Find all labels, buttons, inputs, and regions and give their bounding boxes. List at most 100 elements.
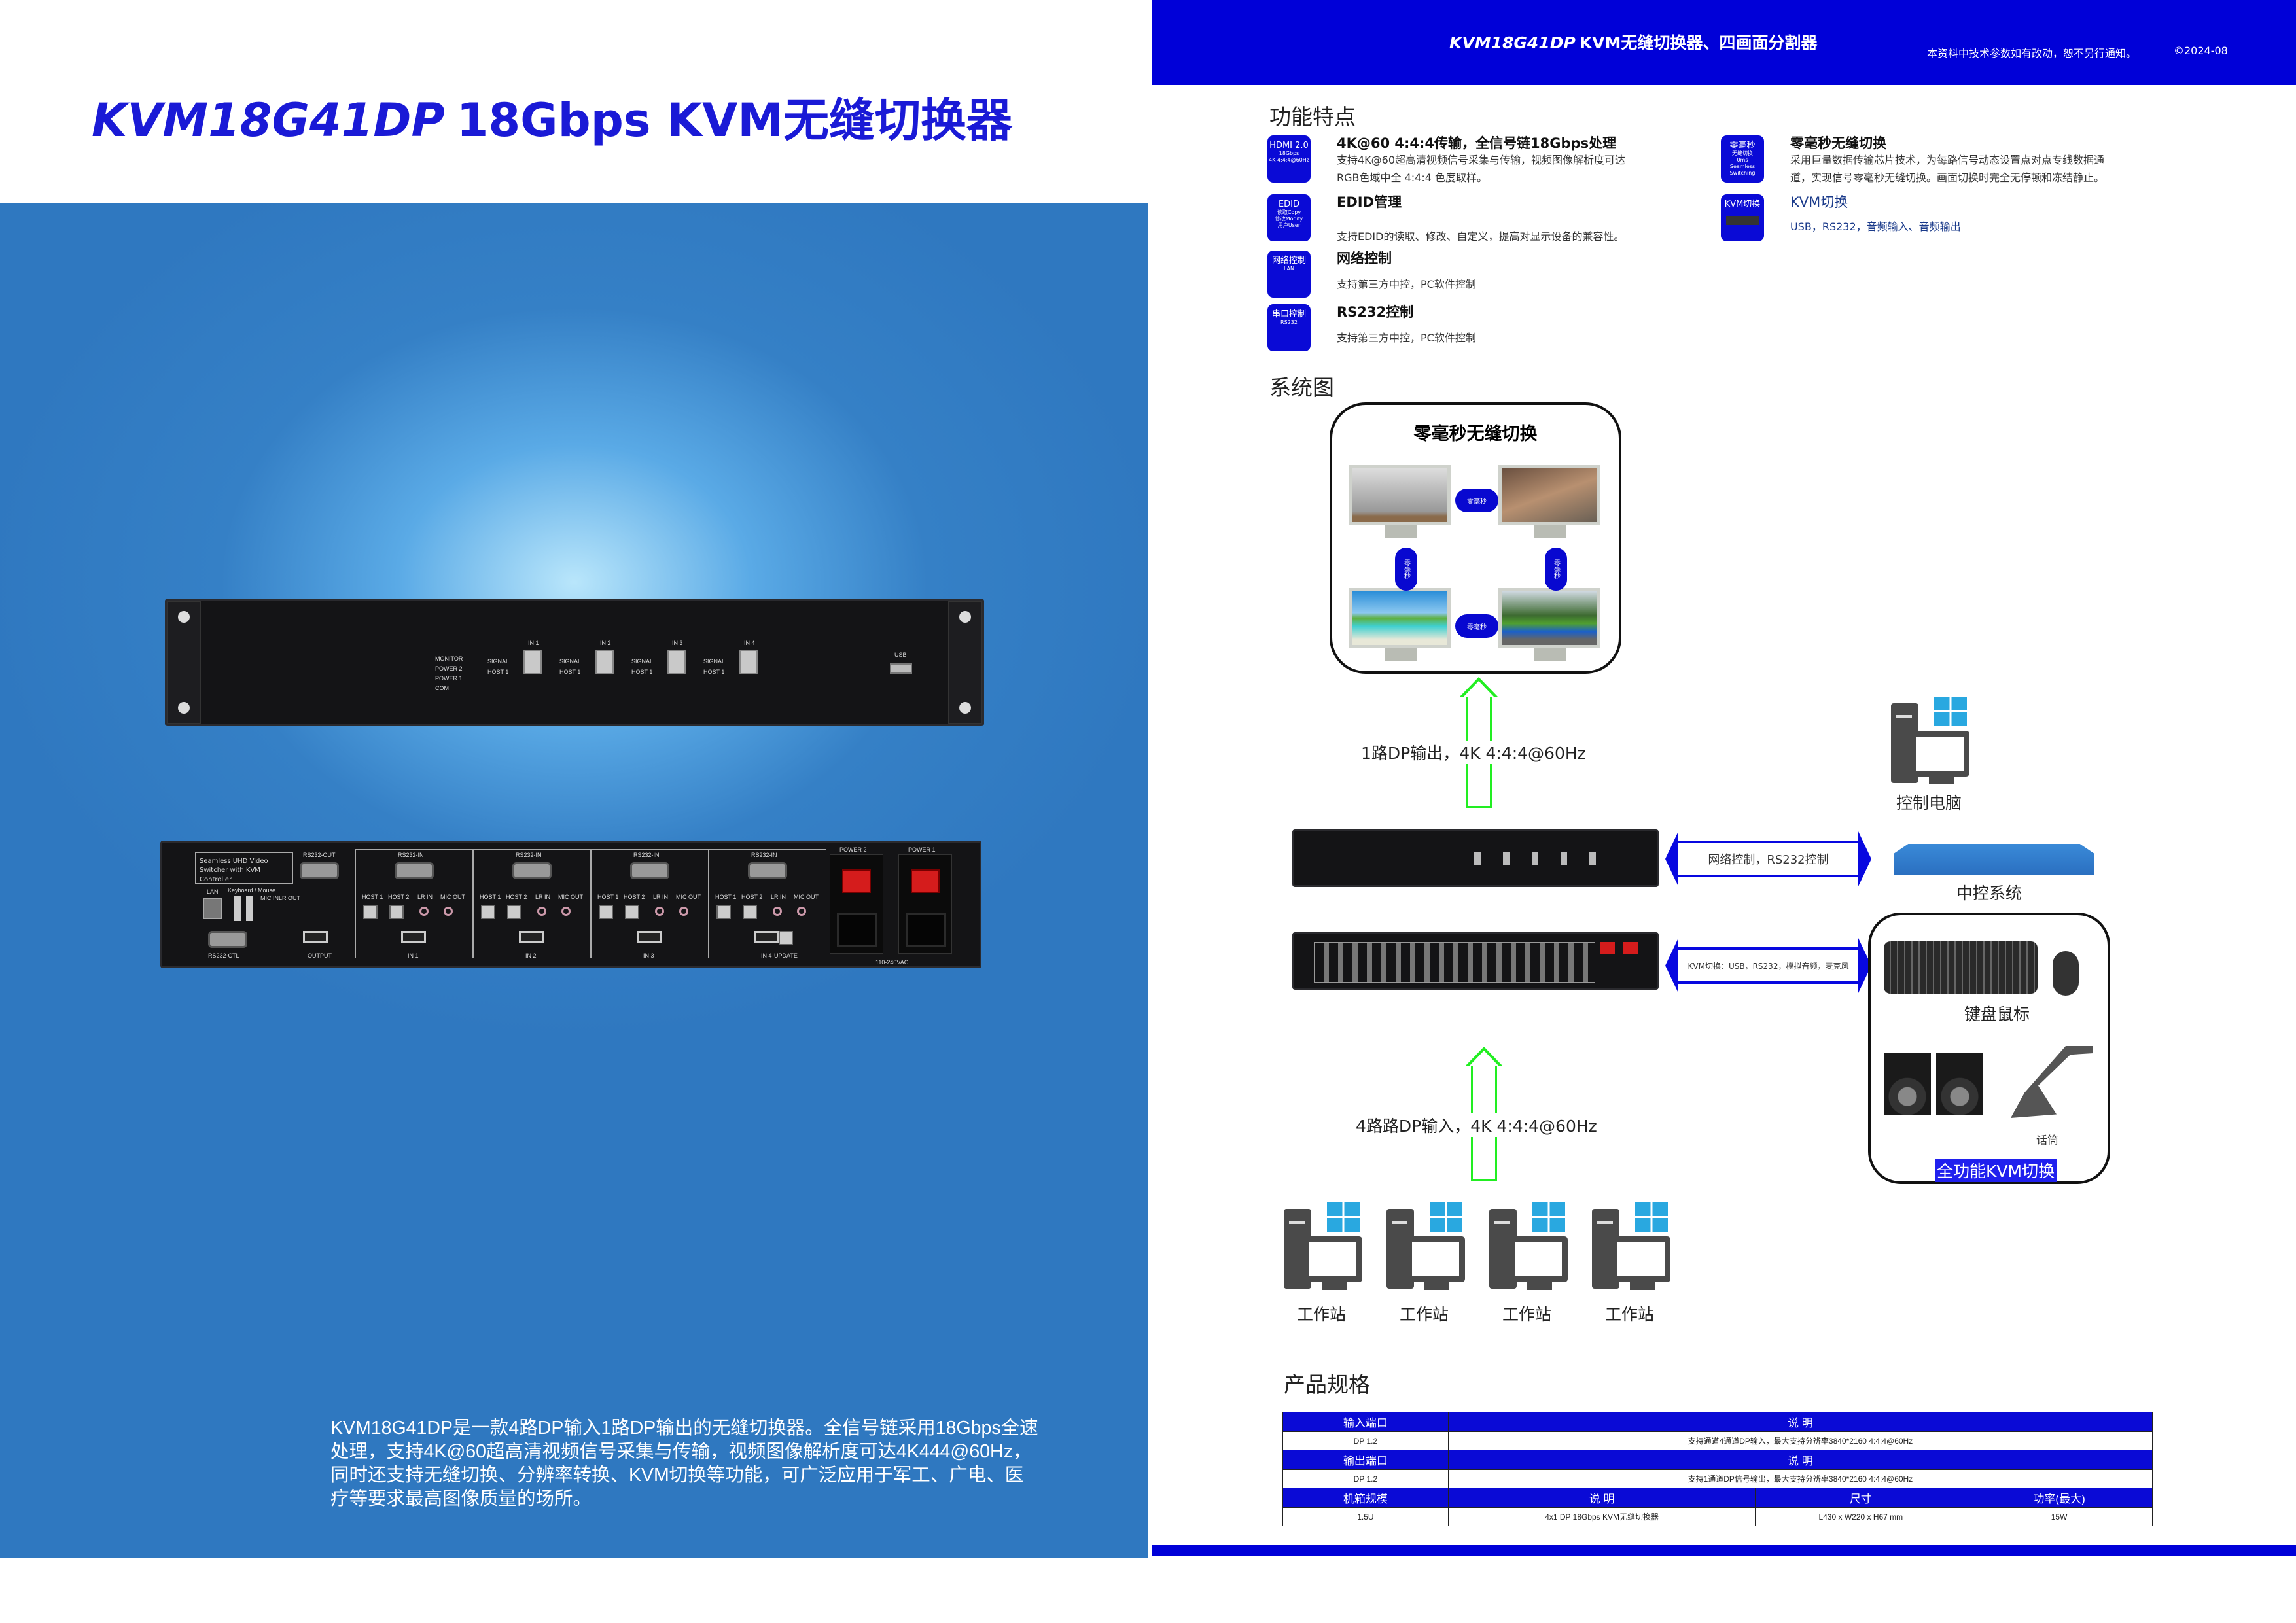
header-model: KVM18G41DP [1449,33,1576,52]
mic-out-label: MIC OUT [558,894,583,900]
input-name-label: IN 1 [528,640,539,646]
audio-jack [679,907,688,916]
monitor-car [1498,588,1600,661]
power2-label: POWER 2 [839,846,867,853]
icon-sublabel: 18Gbps [1279,150,1299,156]
icon-sublabel: Switching [1729,170,1756,176]
usb-b-port [743,905,757,919]
right-footer-bar [1152,1545,2296,1556]
input-section [355,849,473,958]
workstation-label: 工作站 [1400,1302,1449,1325]
cell: 输出端口 [1282,1450,1449,1470]
usb-port [246,896,253,921]
usb-label: USB [894,652,907,658]
input-name-label: IN 1 [408,952,419,959]
workstation-icon [1489,1202,1568,1291]
icon-sublabel: 用户User [1277,222,1301,228]
input-select-button [595,650,614,674]
cell: 说 明 [1447,1450,2153,1470]
input-name-label: IN 4 [761,952,772,959]
icon-label: 网络控制 [1271,256,1306,266]
mouse-image [2053,951,2079,996]
signal-label: SIGNAL [631,658,654,665]
kvm-peripherals-box: 键盘鼠标 话筒 全功能KVM切换 [1868,913,2110,1184]
workstation-label: 工作站 [1297,1302,1347,1325]
lr-out-label: LR OUT [279,895,301,901]
icon-sublabel: 修改Modify [1275,216,1303,222]
rack-ear [948,601,982,724]
headline: 真18Gbps，超高清，零毫秒无缝切换 KVM切换器 [1404,1276,2181,1401]
lr-in-label: LR IN [535,894,551,900]
mic-out-label: MIC OUT [676,894,701,900]
label: POWER 1 [435,675,463,682]
device-rear-panel: Seamless UHD Video Switcher with KVM Con… [160,841,981,968]
feature-desc: 道，实现信号零毫秒无缝切换。画面切换时完全无停顿和冻结静止。 [1790,171,2105,184]
usb-port [890,663,912,674]
cell: 4x1 DP 18Gbps KVM无缝切换器 [1447,1507,1756,1526]
mic-out-label: MIC OUT [794,894,819,900]
icon-sublabel: LAN [1283,266,1295,271]
cell: 说 明 [1447,1488,1756,1508]
mic-in-label: MIC IN [260,895,279,901]
host1-label: HOST 1 [597,894,619,900]
input-select-button [739,650,758,674]
output-port [303,931,328,943]
feature-title: 零毫秒无缝切换 [1790,135,1886,151]
usb-b-port [716,905,731,919]
cell: 说 明 [1447,1412,2153,1432]
input-section [473,849,591,958]
table-header-row: 输入端口说 明 [1282,1412,2153,1432]
feature-desc: 采用巨量数据传输芯片技术，为每路信号动态设置点对点专线数据通 [1790,154,2105,166]
header-date: ©2024-08 [2174,44,2228,57]
headline-line-2: KVM切换器 [1937,1344,2181,1396]
host1-label: HOST 1 [715,894,737,900]
net-link-label: 网络控制，RS232控制 [1708,853,1829,867]
kvm-badge: 全功能KVM切换 [1935,1159,2057,1182]
host-label: HOST 1 [703,669,725,675]
input-select-button [523,650,542,674]
network-control-link: 网络控制，RS232控制 [1678,841,1858,877]
device-front-mini [1292,829,1659,887]
label: POWER 2 [435,665,463,672]
input-name-label: IN 4 [744,640,755,646]
input-section [591,849,709,958]
intro-paragraph: KVM18G41DP是一款4路DP输入1路DP输出的无缝切换器。全信号链采用18… [330,1418,1038,1509]
usb-b-port [625,905,639,919]
cell: 1.5U [1282,1507,1449,1526]
rs232-in-port [395,862,434,879]
power2-switch [830,854,883,954]
dp-input-port [519,931,544,943]
rs232-out-port [300,862,339,879]
switch-arrow-down: 零毫秒 [1545,548,1567,591]
feature-desc: RGB色域中全 4:4:4 色度取样。 [1337,171,1487,184]
feature-title: RS232控制 [1337,304,1414,320]
right-header-bar [1152,0,2296,85]
label: COM [435,685,449,691]
rs232-in-label: RS232-IN [633,852,660,858]
cell: 支持1通道DP信号输出，最大支持分辨率3840*2160 4:4:4@60Hz [1447,1469,2153,1488]
lr-in-label: LR IN [771,894,786,900]
input-select-button [667,650,686,674]
cell: 功率(最大) [1966,1488,2153,1508]
feature-desc: 支持第三方中控，PC软件控制 [1337,278,1476,290]
control-pc-icon [1891,697,1969,785]
kvm-link: KVM切换：USB，RS232，模拟音频，麦克风 [1678,947,1858,984]
input-section [709,849,826,958]
host2-label: HOST 2 [388,894,410,900]
monitor-bike [1349,465,1451,538]
usb-port [234,896,241,921]
icon-label: HDMI 2.0 [1269,141,1309,150]
dp-input-port [754,931,779,943]
rs232-in-port [512,862,552,879]
monitor-beach [1349,588,1451,661]
table-header-row: 机箱规模说 明尺寸功率(最大) [1282,1488,2153,1508]
kbm-label: 键盘鼠标 [1964,1002,2030,1025]
input-name-label: IN 3 [672,640,683,646]
host1-label: HOST 1 [362,894,383,900]
zero-ms-switch-box: 零毫秒无缝切换 零毫秒 零毫秒 零毫秒 零毫秒 [1330,402,1621,674]
